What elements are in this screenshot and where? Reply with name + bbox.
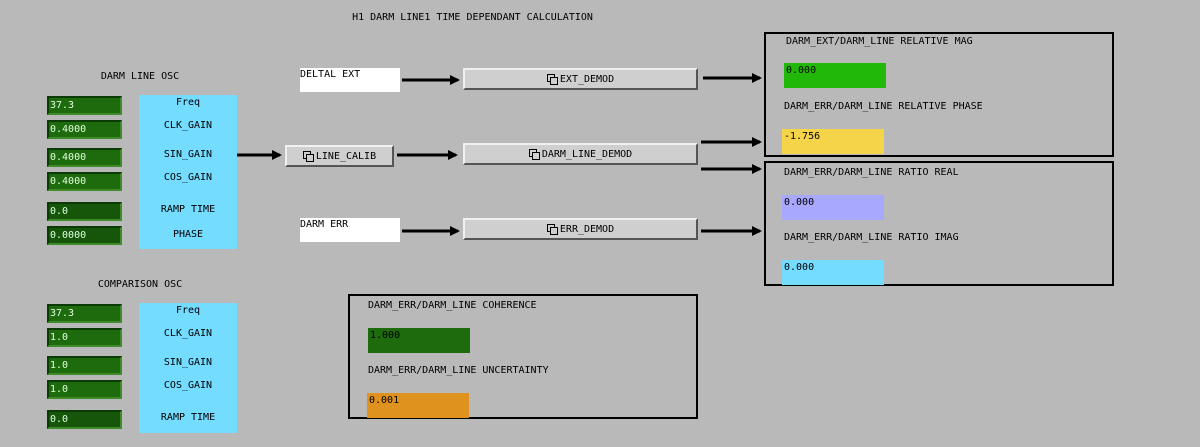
- coherence-value: 1.000: [368, 328, 470, 353]
- darm-osc-freq-input[interactable]: 37.3: [47, 96, 122, 115]
- darm-line-demod-button[interactable]: DARM_LINE_DEMOD: [463, 143, 698, 165]
- coherence-label: DARM_ERR/DARM_LINE COHERENCE: [368, 300, 537, 311]
- comp-osc-field-panel: Freq CLK_GAIN SIN_GAIN COS_GAIN RAMP TIM…: [139, 303, 237, 433]
- ratio-imag-label: DARM_ERR/DARM_LINE RATIO IMAG: [784, 232, 959, 243]
- field-label-freq: Freq: [175, 305, 201, 316]
- relative-phase-label: DARM_ERR/DARM_LINE RELATIVE PHASE: [784, 101, 983, 112]
- darm-osc-clk-gain-input[interactable]: 0.4000: [47, 120, 122, 139]
- page-title: H1 DARM LINE1 TIME DEPENDANT CALCULATION: [352, 12, 593, 23]
- relative-phase-value: -1.756: [782, 129, 884, 154]
- ratio-real-label: DARM_ERR/DARM_LINE RATIO REAL: [784, 167, 959, 178]
- uncertainty-value: 0.001: [367, 393, 469, 418]
- relative-mag-value: 0.000: [784, 63, 886, 88]
- uncertainty-label: DARM_ERR/DARM_LINE UNCERTAINTY: [368, 365, 549, 376]
- field-label-sin-gain: SIN_GAIN: [163, 357, 213, 368]
- darm-osc-field-panel: Freq CLK_GAIN SIN_GAIN COS_GAIN RAMP TIM…: [139, 95, 237, 249]
- coherence-group: DARM_ERR/DARM_LINE COHERENCE 1.000 DARM_…: [348, 294, 698, 419]
- comparison-osc-label: COMPARISON OSC: [97, 279, 183, 290]
- err-demod-button[interactable]: ERR_DEMOD: [463, 218, 698, 240]
- related-display-icon: [546, 73, 558, 85]
- darm-osc-ramp-time-input[interactable]: 0.0: [47, 202, 122, 221]
- ext-demod-button[interactable]: EXT_DEMOD: [463, 68, 698, 90]
- comp-osc-ramp-time-input[interactable]: 0.0: [47, 410, 122, 429]
- ratio-group: DARM_ERR/DARM_LINE RATIO REAL 0.000 DARM…: [764, 161, 1114, 286]
- err-demod-label: ERR_DEMOD: [559, 223, 615, 235]
- field-label-sin-gain: SIN_GAIN: [163, 149, 213, 160]
- darm-line-osc-label: DARM LINE OSC: [100, 71, 180, 82]
- darm-osc-phase-input[interactable]: 0.0000: [47, 226, 122, 245]
- darm-line-demod-label: DARM_LINE_DEMOD: [541, 148, 633, 160]
- ext-demod-label: EXT_DEMOD: [559, 73, 615, 85]
- comp-osc-cos-gain-input[interactable]: 1.0: [47, 380, 122, 399]
- related-display-icon: [528, 148, 540, 160]
- ratio-imag-value: 0.000: [782, 260, 884, 285]
- field-label-freq: Freq: [175, 97, 201, 108]
- related-display-icon: [546, 223, 558, 235]
- deltal-ext-channel: DELTAL EXT: [300, 68, 400, 92]
- field-label-cos-gain: COS_GAIN: [163, 172, 213, 183]
- comp-osc-sin-gain-input[interactable]: 1.0: [47, 356, 122, 375]
- field-label-ramp-time: RAMP TIME: [160, 412, 216, 423]
- darm-osc-sin-gain-input[interactable]: 0.4000: [47, 148, 122, 167]
- ratio-real-value: 0.000: [782, 195, 884, 220]
- relative-mag-label: DARM_EXT/DARM_LINE RELATIVE MAG: [786, 36, 973, 47]
- field-label-clk-gain: CLK_GAIN: [163, 328, 213, 339]
- related-display-icon: [302, 150, 314, 162]
- field-label-phase: PHASE: [172, 229, 204, 240]
- relative-mag-phase-group: DARM_EXT/DARM_LINE RELATIVE MAG 0.000 DA…: [764, 32, 1114, 157]
- comp-osc-clk-gain-input[interactable]: 1.0: [47, 328, 122, 347]
- comp-osc-freq-input[interactable]: 37.3: [47, 304, 122, 323]
- field-label-cos-gain: COS_GAIN: [163, 380, 213, 391]
- field-label-ramp-time: RAMP TIME: [160, 204, 216, 215]
- line-calib-label: LINE_CALIB: [315, 150, 377, 162]
- field-label-clk-gain: CLK_GAIN: [163, 120, 213, 131]
- line-calib-button[interactable]: LINE_CALIB: [285, 145, 394, 167]
- darm-osc-cos-gain-input[interactable]: 0.4000: [47, 172, 122, 191]
- darm-err-channel: DARM ERR: [300, 218, 400, 242]
